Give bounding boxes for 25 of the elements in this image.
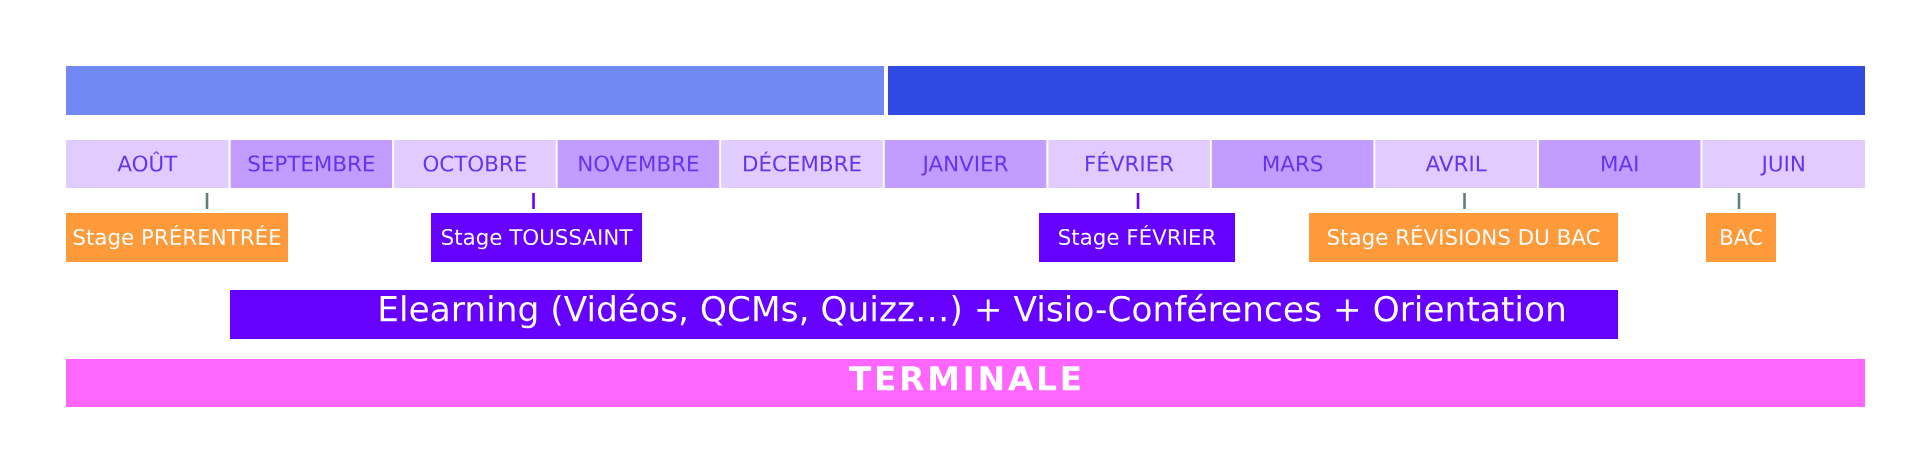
event-box: Stage RÉVISIONS DU BAC: [1309, 213, 1618, 262]
event-box: Stage FÉVRIER: [1039, 213, 1235, 262]
event-box: BAC: [1706, 213, 1776, 262]
month-cell: AVRIL: [1375, 140, 1537, 188]
month-cell: MARS: [1211, 140, 1374, 188]
connector-line: [1463, 193, 1466, 209]
program-banner: Elearning (Vidéos, QCMs, Quizz…) + Visio-Conférences + Orientation: [230, 290, 1618, 339]
month-cell: MAI: [1538, 140, 1701, 188]
connector-line: [205, 193, 209, 209]
timeline-bar: [66, 66, 884, 115]
connector-line: [532, 193, 535, 209]
month-cell: SEPTEMBRE: [230, 140, 393, 188]
connector-line: [1737, 193, 1741, 209]
month-cell: AOÛT: [66, 140, 229, 188]
month-cell: FÉVRIER: [1048, 140, 1210, 188]
month-cell: NOVEMBRE: [557, 140, 720, 188]
level-band: TERMINALE: [66, 359, 1865, 407]
month-cell: JANVIER: [884, 140, 1047, 188]
event-box: Stage PRÉRENTRÉE: [66, 213, 288, 262]
connector-line: [1136, 193, 1140, 209]
month-cell: OCTOBRE: [394, 140, 556, 188]
month-cell: DÉCEMBRE: [721, 140, 883, 188]
timeline-bar: [888, 66, 1865, 115]
month-cell: JUIN: [1702, 140, 1865, 188]
event-box: Stage TOUSSAINT: [431, 213, 642, 262]
